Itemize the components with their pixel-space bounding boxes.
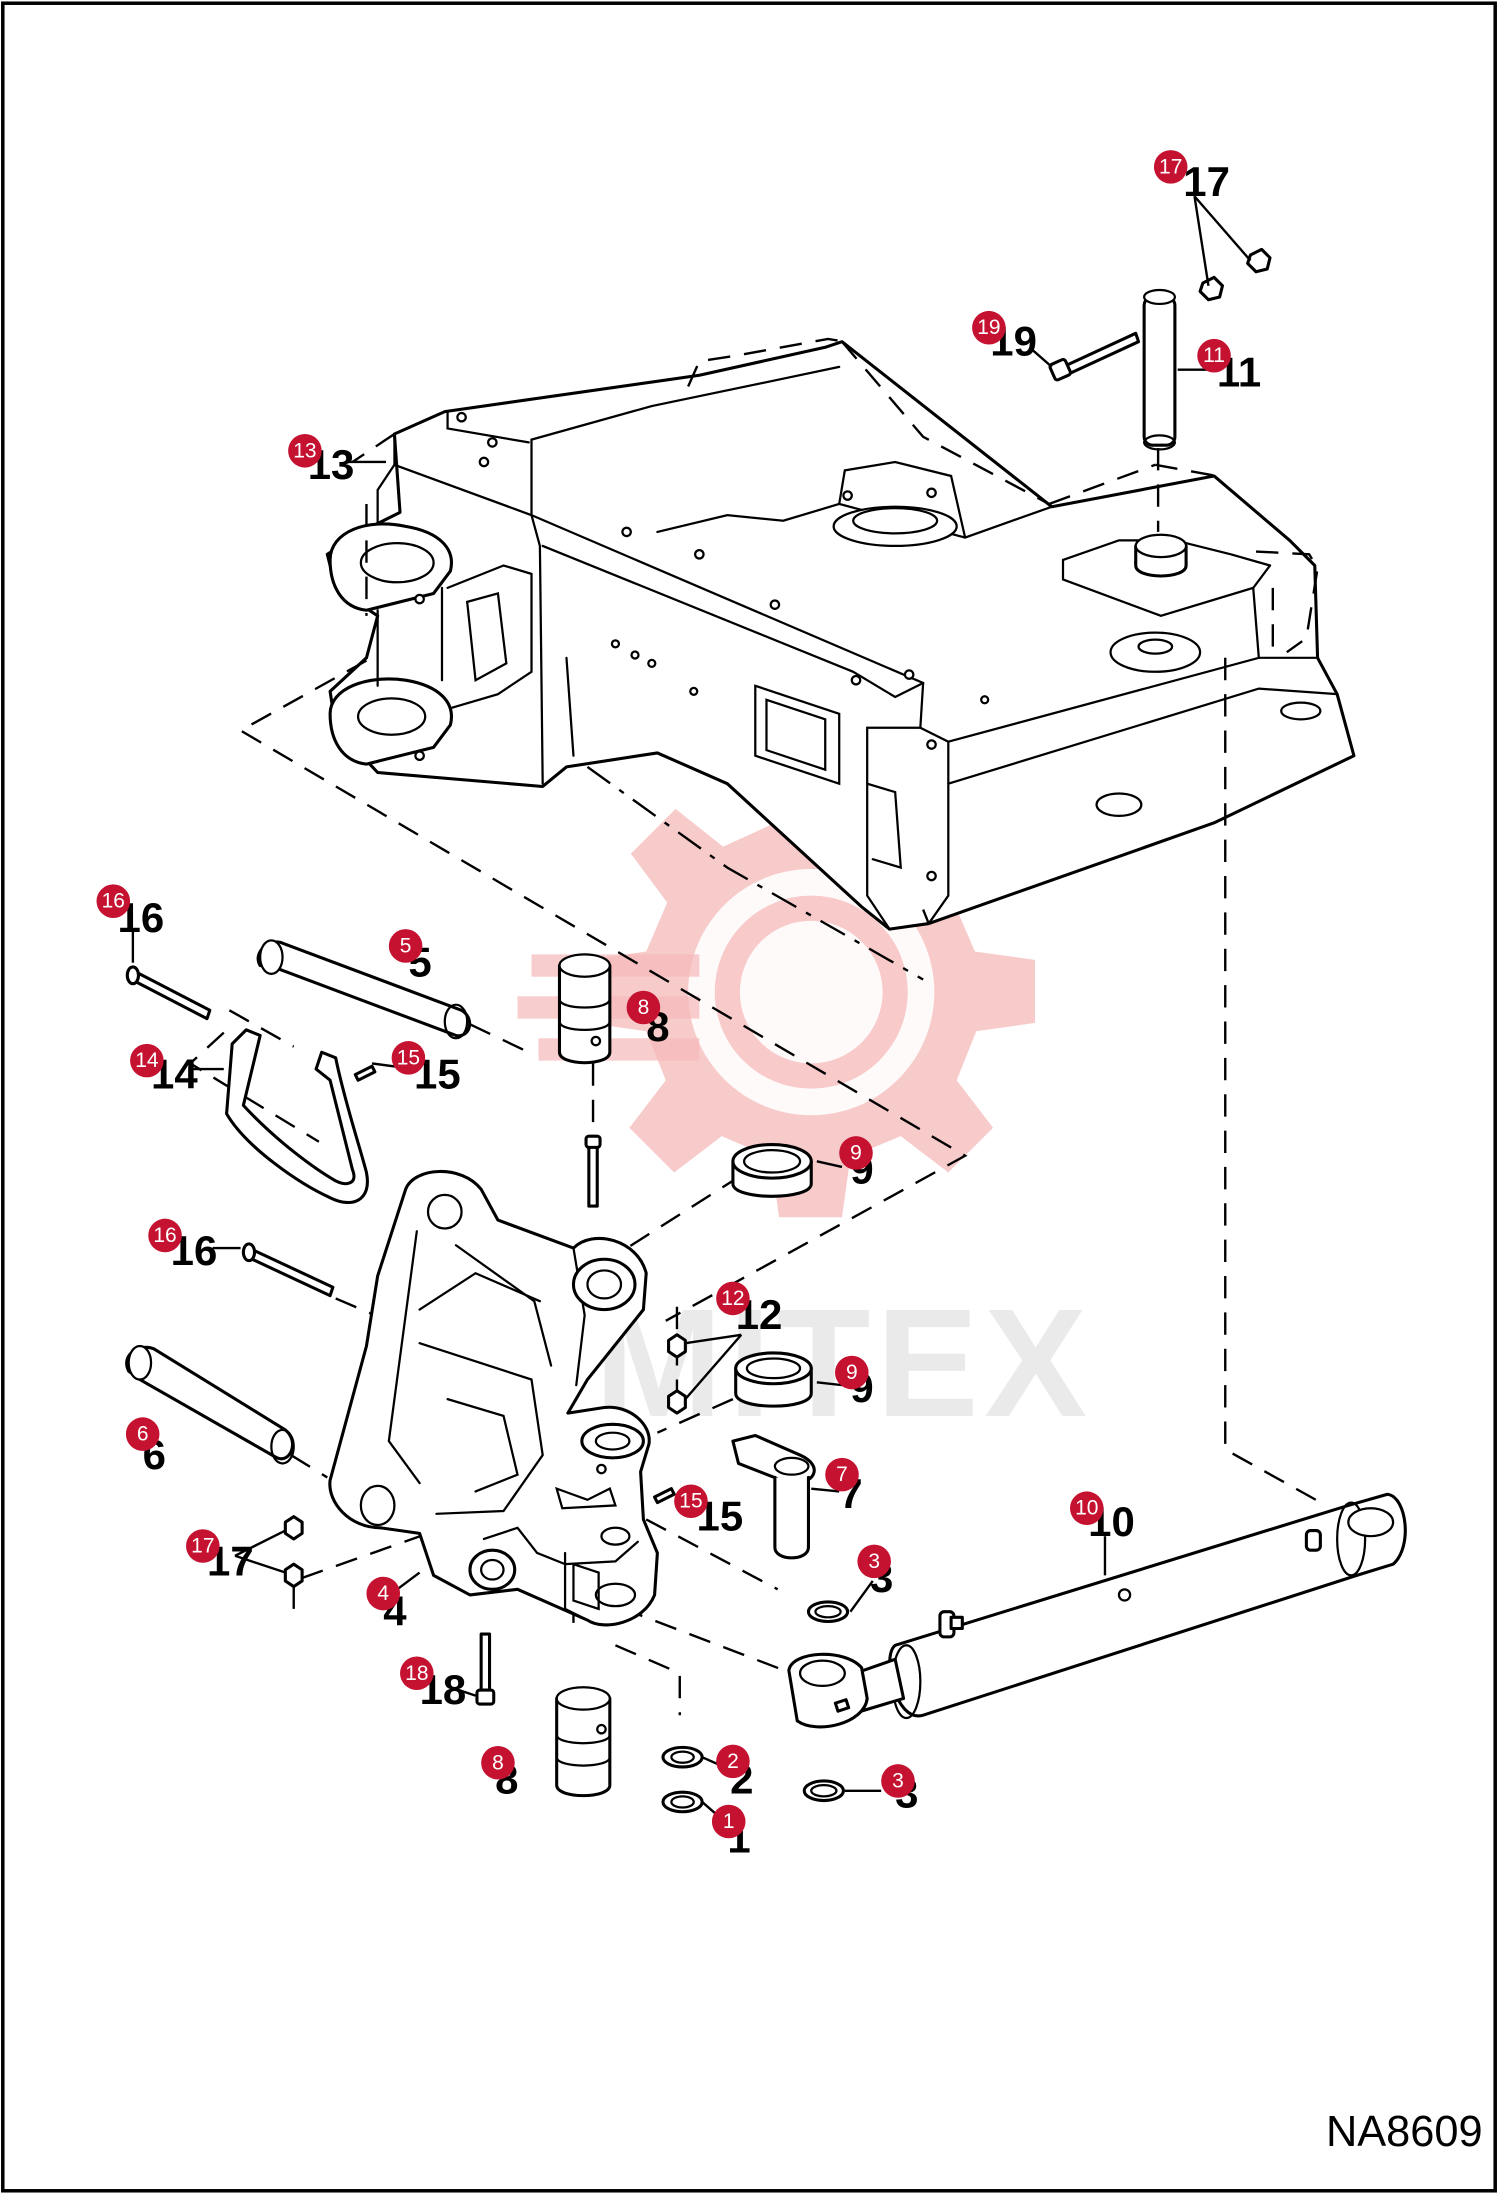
callout-badge-3[interactable]: 3 — [881, 1764, 915, 1798]
callout-badge-8[interactable]: 8 — [481, 1745, 515, 1780]
callout-badge-17[interactable]: 17 — [186, 1529, 220, 1563]
svg-text:10: 10 — [1075, 1497, 1098, 1520]
callout-badges: 17 19 11 13 16 5 8 14 15 9 16 12 9 6 7 1… — [96, 150, 1231, 1839]
assembly-line-lower — [292, 1532, 429, 1609]
pin-8-top — [557, 953, 612, 1065]
callout-badge-15[interactable]: 15 — [391, 1041, 426, 1075]
callout-badge-17[interactable]: 17 — [1153, 150, 1188, 184]
svg-text:5: 5 — [400, 934, 412, 957]
assembly-line-frame-to-arm — [238, 659, 968, 1322]
svg-text:8: 8 — [492, 1751, 504, 1774]
svg-text:14: 14 — [135, 1049, 159, 1072]
callout-number: 17 — [1183, 158, 1230, 205]
screw-15-left — [353, 1064, 377, 1082]
callout-badge-5[interactable]: 5 — [388, 929, 423, 963]
callout-badge-1[interactable]: 1 — [711, 1804, 746, 1839]
callout-badge-6[interactable]: 6 — [125, 1417, 160, 1451]
svg-text:15: 15 — [397, 1046, 420, 1069]
drawing-reference: NA8609 — [1326, 2108, 1483, 2156]
svg-text:12: 12 — [721, 1287, 744, 1310]
svg-text:17: 17 — [1159, 155, 1182, 178]
pin-7 — [731, 1433, 816, 1560]
bushing-9-lower — [734, 1351, 813, 1408]
callout-badge-8[interactable]: 8 — [626, 990, 661, 1025]
cylinder-10 — [787, 1492, 1407, 1729]
pin-5 — [256, 939, 472, 1040]
pin-8-lower — [555, 1686, 612, 1798]
svg-text:9: 9 — [850, 1141, 862, 1164]
svg-text:18: 18 — [405, 1662, 428, 1685]
callout-badge-15[interactable]: 15 — [674, 1484, 708, 1519]
svg-text:19: 19 — [977, 316, 1000, 339]
ring-2 — [661, 1745, 704, 1769]
pin-16-lower — [241, 1242, 335, 1298]
svg-text:6: 6 — [137, 1423, 149, 1446]
assembly-line-bottom — [614, 1644, 681, 1716]
callout-badge-3[interactable]: 3 — [857, 1544, 891, 1579]
pin-11 — [1142, 288, 1177, 451]
callout-badge-7[interactable]: 7 — [825, 1457, 859, 1492]
assembly-line-pin6 — [290, 1454, 328, 1479]
pin-16-upper — [125, 965, 212, 1021]
screw-15-right — [653, 1487, 676, 1505]
callout-badge-19[interactable]: 19 — [972, 310, 1006, 345]
callout-badge-16[interactable]: 16 — [96, 884, 131, 918]
svg-text:3: 3 — [868, 1550, 880, 1573]
callout-badge-11[interactable]: 11 — [1197, 338, 1231, 373]
pin-6 — [125, 1344, 295, 1465]
ring-3-lower — [802, 1779, 845, 1803]
svg-text:11: 11 — [1203, 344, 1225, 367]
callout-badge-18[interactable]: 18 — [400, 1656, 434, 1691]
svg-text:13: 13 — [293, 439, 316, 462]
nuts-12 — [667, 1333, 687, 1415]
upper-frame — [325, 337, 1356, 931]
svg-text:9: 9 — [846, 1361, 858, 1384]
assembly-line-pin7 — [645, 1518, 779, 1591]
svg-text:17: 17 — [191, 1534, 214, 1557]
nuts-17-lower — [283, 1515, 304, 1589]
bolt-19 — [1048, 331, 1141, 382]
svg-text:3: 3 — [892, 1769, 904, 1792]
bracket-14 — [225, 1028, 369, 1204]
svg-text:4: 4 — [377, 1582, 389, 1605]
assembly-line-pin16a — [228, 1009, 295, 1048]
assembly-line-pin5 — [469, 1023, 530, 1054]
ring-3-upper — [806, 1600, 850, 1624]
assembly-line-frame-right — [586, 765, 930, 981]
callout-badge-12[interactable]: 12 — [716, 1281, 750, 1316]
callout-badge-16[interactable]: 16 — [148, 1218, 182, 1253]
callout-badge-4[interactable]: 4 — [366, 1576, 401, 1611]
callout-badge-9[interactable]: 9 — [835, 1355, 869, 1390]
assembly-line-bracket14 — [188, 1031, 320, 1143]
bolt-pin8 — [584, 1134, 602, 1208]
callout-badge-14[interactable]: 14 — [130, 1043, 164, 1078]
assembly-line-to-cylinder — [1224, 657, 1327, 1507]
bolt-18 — [475, 1632, 496, 1706]
bushing-11-seat — [1134, 533, 1188, 578]
ring-1 — [661, 1790, 704, 1814]
svg-text:1: 1 — [723, 1810, 735, 1833]
svg-text:15: 15 — [679, 1490, 702, 1513]
svg-text:16: 16 — [102, 890, 125, 913]
callout-badge-13[interactable]: 13 — [288, 434, 322, 468]
bushing-9-upper — [731, 1143, 813, 1198]
callout-badge-2[interactable]: 2 — [716, 1744, 750, 1779]
assembly-line-bushing9b — [656, 1398, 734, 1434]
nuts-17-top — [1198, 247, 1272, 302]
callout-badge-10[interactable]: 10 — [1070, 1491, 1104, 1525]
svg-text:8: 8 — [638, 996, 650, 1019]
svg-text:7: 7 — [836, 1463, 848, 1486]
svg-text:16: 16 — [153, 1224, 176, 1247]
callout-badge-9[interactable]: 9 — [839, 1136, 873, 1170]
swing-arm-4 — [328, 1169, 659, 1627]
svg-text:2: 2 — [727, 1750, 739, 1773]
